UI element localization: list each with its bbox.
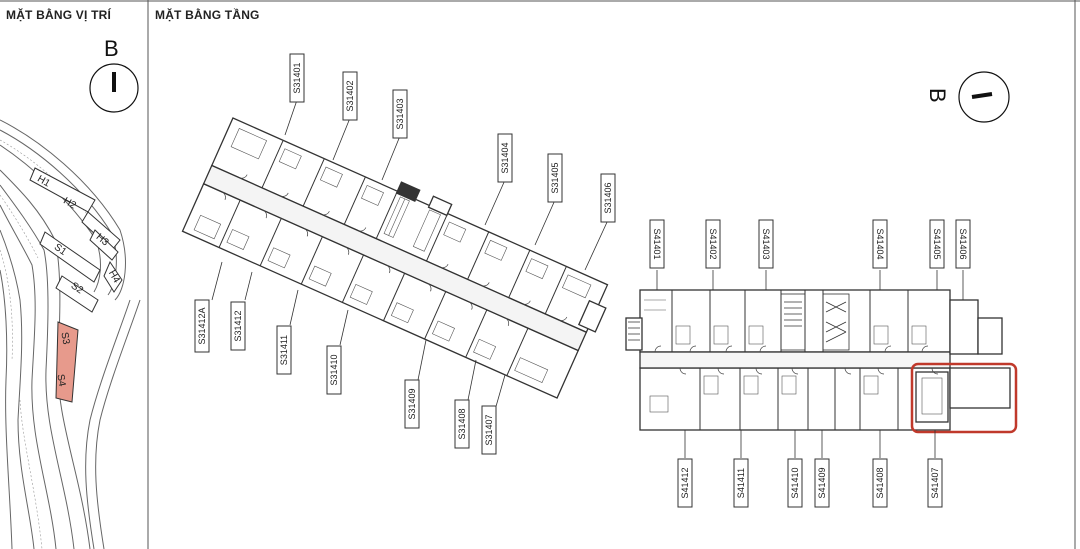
north-compass-right: B (925, 71, 1010, 123)
compass-letter: B (925, 88, 950, 103)
unit-label: S41403 (761, 228, 771, 259)
location-plan-title: MẶT BẰNG VỊ TRÍ (6, 8, 111, 22)
building-label: S4 (54, 373, 67, 387)
site-roads (0, 119, 141, 549)
s4-bottom-unit-labels: S41412 S41411 S41410 S41409 S41408 S4140… (677, 458, 943, 508)
building-label: S3 (58, 331, 71, 345)
unit-label: S41405 (932, 228, 942, 259)
unit-label: S31401 (292, 62, 302, 93)
s3-outline (181, 117, 609, 399)
unit-label: S31402 (345, 80, 355, 111)
unit-label: S41411 (736, 468, 746, 498)
unit-label: S31406 (603, 182, 613, 213)
compass-letter: B (104, 36, 119, 61)
unit-label: S31412A (197, 307, 207, 344)
s3-doors (221, 174, 568, 327)
unit-label: S31407 (484, 414, 494, 445)
unit-label: S41409 (817, 467, 827, 498)
s3-top-unit-labels: S31401 S31402 S31403 S31404 S31405 S3140… (289, 53, 616, 223)
unit-label: S41402 (708, 228, 718, 259)
selected-unit-highlight[interactable] (910, 362, 1018, 434)
site-building-strip-h (29, 167, 123, 293)
unit-label: S41406 (958, 228, 968, 259)
unit-label: S31404 (500, 142, 510, 173)
s4-leader-lines (656, 270, 964, 458)
s4-interior-detail (644, 299, 943, 415)
s3-interior-detail (193, 128, 592, 383)
unit-label: S41408 (875, 467, 885, 498)
unit-label: S41404 (875, 228, 885, 259)
north-compass-left: B (89, 36, 139, 113)
site-building-highlight-s34 (55, 321, 79, 403)
unit-label: S31409 (407, 388, 417, 419)
floor-plan-title: MẶT BẰNG TẦNG (155, 8, 260, 22)
unit-label: S41401 (652, 228, 662, 259)
unit-label: S31405 (550, 162, 560, 193)
unit-label: S31412 (233, 310, 243, 341)
s3-unit-walls (218, 140, 567, 376)
site-plan: H1 H2 H3 H4 S1 S2 S3 S4 (0, 119, 141, 549)
unit-label: S31403 (395, 98, 405, 129)
s3-leader-lines (211, 99, 609, 411)
s4-unit-walls (671, 290, 909, 430)
unit-label: S31411 (279, 335, 289, 365)
unit-label: S41410 (790, 467, 800, 498)
s4-outline (625, 289, 1011, 431)
unit-label: S31408 (457, 408, 467, 439)
s4-top-unit-labels: S41401 S41402 S41403 S41404 S41405 S4140… (649, 219, 971, 269)
unit-label: S41412 (680, 467, 690, 498)
s3-floor-plan (181, 117, 609, 399)
s3-bottom-unit-labels: S31412A S31412 S31411 S31410 S31409 S314… (194, 299, 497, 455)
s4-floor-plan (625, 289, 1018, 434)
s4-doors (654, 345, 939, 375)
site-building-strip-s12 (39, 231, 101, 313)
unit-label: S31410 (329, 354, 339, 385)
unit-label: S41407 (930, 467, 940, 498)
